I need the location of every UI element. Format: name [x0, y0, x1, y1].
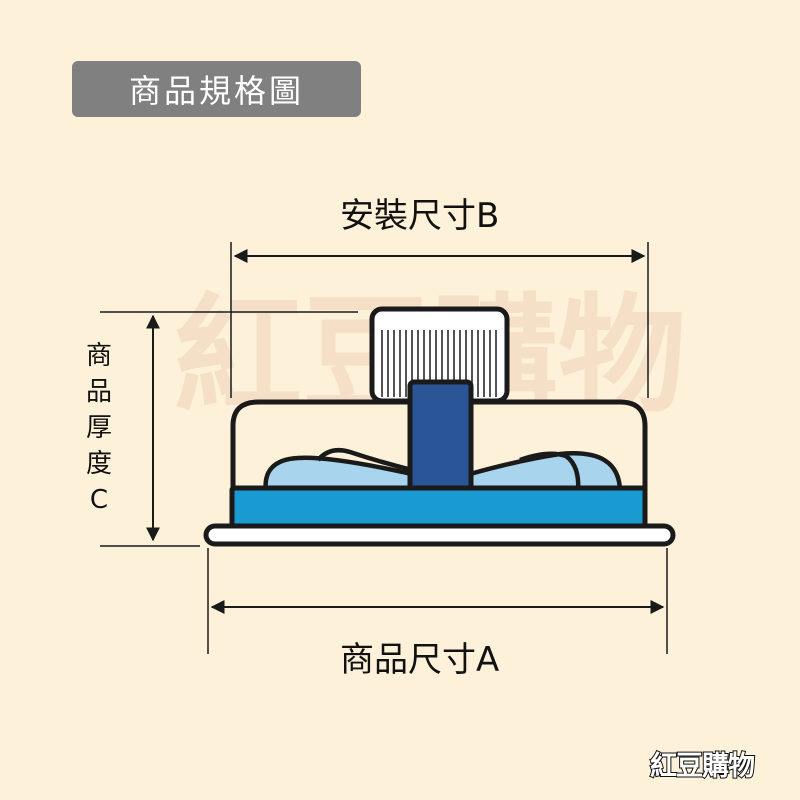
dimension-c-char: C: [89, 485, 109, 515]
left-cushion: [263, 455, 415, 495]
dimension-a-label: 商品尺寸A: [340, 640, 500, 680]
center-clip: [407, 379, 474, 493]
dimension-c-char: 厚: [85, 413, 112, 443]
dimension-c-char: 品: [85, 377, 112, 407]
right-cushion-back: [519, 451, 581, 493]
base-plate: [203, 523, 676, 547]
blue-panel: [229, 485, 648, 532]
dimension-c-char: 商: [85, 341, 112, 371]
product-illustration: [203, 306, 676, 547]
dimension-c-label: 商 品 厚 度 C: [82, 338, 116, 518]
left-cushion-back: [316, 448, 413, 473]
dimension-b-label: 安裝尺寸B: [340, 196, 500, 236]
page-title: 商品規格圖: [128, 72, 304, 110]
dimension-c-char: 度: [85, 449, 112, 479]
brand-logo: 紅豆購物: [649, 750, 756, 783]
title-badge: 商品規格圖: [72, 61, 361, 117]
